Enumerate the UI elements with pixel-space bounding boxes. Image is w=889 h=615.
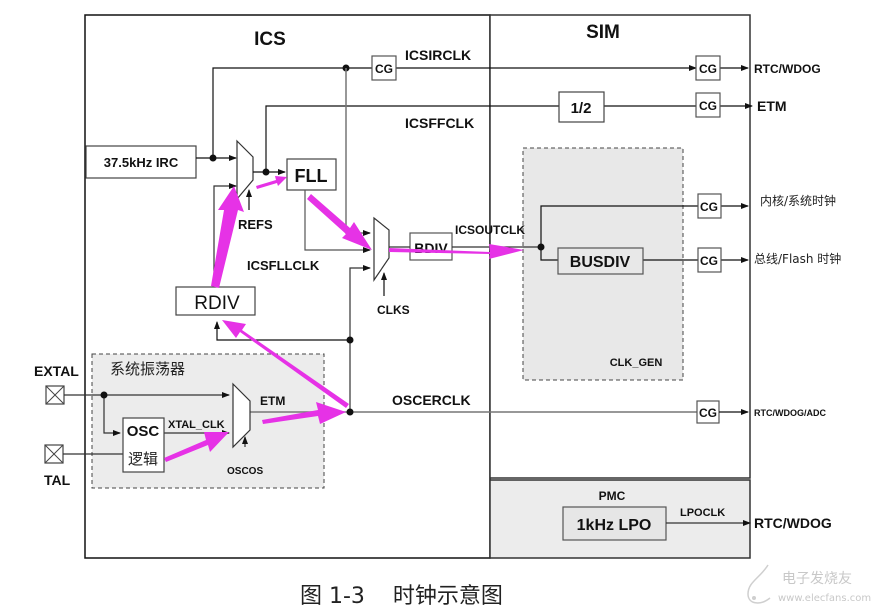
lpoclk-label: LPOCLK [680, 507, 725, 519]
junction-dot [537, 243, 545, 251]
fll-label: FLL [295, 166, 328, 186]
icsirclk-path [212, 65, 749, 158]
lpo-label: 1kHz LPO [577, 517, 652, 534]
icsffclk-label: ICSFFCLK [405, 115, 474, 131]
extal-label: EXTAL [34, 363, 79, 379]
pmc-label: PMC [599, 489, 626, 503]
osc-logic-block [122, 417, 165, 473]
watermark-url: www.elecfans.com [778, 593, 871, 604]
fll-block [286, 158, 337, 191]
highlight-arrow [389, 244, 524, 259]
refs-label: REFS [238, 217, 273, 232]
output-rtc-wdog: RTC/WDOG [754, 62, 821, 76]
cg-label: CG [699, 406, 717, 420]
osc-logic-label: 逻辑 [128, 450, 158, 468]
output-rtc-wdog-lpo: RTC/WDOG [754, 515, 832, 531]
div2-label: 1/2 [571, 100, 592, 117]
icsoutclk-label: ICSOUTCLK [455, 223, 525, 237]
rdiv-block [175, 286, 256, 316]
highlight-arrow [222, 320, 349, 408]
etm-mux-label: ETM [260, 394, 285, 408]
highlight-path [164, 176, 524, 462]
junction-dot [346, 408, 354, 416]
icsirclk-label: ICSIRCLK [405, 47, 471, 63]
clk-gen-wiring [540, 203, 749, 263]
output-rtc-wdog-adc: RTC/WDOG/ADC [754, 408, 826, 418]
osc-to-clks-mux [349, 265, 371, 412]
div2-block [558, 91, 605, 123]
cg-icsirclk [371, 55, 397, 81]
clk-gen-label: CLK_GEN [610, 357, 663, 369]
icsffclk-path [265, 103, 753, 172]
cg-label: CG [699, 99, 717, 113]
xtal-clk-label: XTAL_CLK [168, 419, 225, 431]
extal-pin [45, 385, 65, 405]
icsfllclk-path [304, 190, 371, 253]
highlight-arrow [211, 186, 244, 288]
cg-bus [697, 247, 722, 273]
sim-label: SIM [586, 22, 620, 43]
highlight-arrow [262, 402, 346, 424]
lpo-block [562, 506, 667, 541]
bdiv-label: BDIV [414, 240, 448, 256]
output-etm: ETM [757, 98, 787, 114]
bdiv-block [409, 232, 453, 261]
tal-pin [44, 444, 64, 464]
rdiv-to-mux [213, 183, 237, 287]
cg-etm [695, 92, 721, 118]
oscos-label: OSCOS [227, 466, 263, 477]
rdiv-label: RDIV [194, 293, 240, 314]
cg-label: CG [699, 62, 717, 76]
watermark: 电子发烧友 www.elecfans.com [747, 564, 871, 604]
cg-rtc-wdog [695, 55, 721, 81]
irc-block [85, 145, 197, 179]
highlight-arrow [164, 432, 229, 462]
highlight-arrow [307, 194, 372, 250]
cg-label: CG [375, 62, 393, 76]
oscerclk-label: OSCERCLK [392, 392, 471, 408]
junction-dot [346, 336, 354, 344]
busdiv-block [557, 247, 644, 275]
clks-label: CLKS [377, 303, 410, 317]
junction-dot [100, 391, 108, 399]
watermark-name: 电子发烧友 [782, 571, 852, 587]
system-oscillator-label: 系统振荡器 [110, 360, 185, 378]
oscos-mux [232, 382, 251, 449]
irc-label: 37.5kHz IRC [104, 155, 179, 170]
refs-mux [236, 139, 254, 201]
figure-caption: 图 1-3 时钟示意图 [300, 584, 503, 609]
icsfllclk-label: ICSFLLCLK [247, 258, 320, 273]
tal-label: TAL [44, 472, 71, 488]
watermark-logo-icon [747, 564, 771, 604]
osc-to-rdiv [214, 321, 350, 341]
output-bus-flash-clock: 总线/Flash 时钟 [754, 251, 841, 266]
ics-label: ICS [254, 29, 286, 50]
watermark-logo-dot [752, 596, 756, 600]
cg-label: CG [700, 200, 718, 214]
osc-wiring [63, 392, 248, 455]
output-core-clock: 内核/系统时钟 [760, 193, 836, 208]
highlight-arrow [256, 176, 287, 189]
cg-label: CG [700, 254, 718, 268]
clks-mux [373, 216, 390, 282]
osc-label: OSC [127, 423, 160, 440]
busdiv-label: BUSDIV [570, 254, 631, 271]
cg-core [697, 193, 722, 219]
